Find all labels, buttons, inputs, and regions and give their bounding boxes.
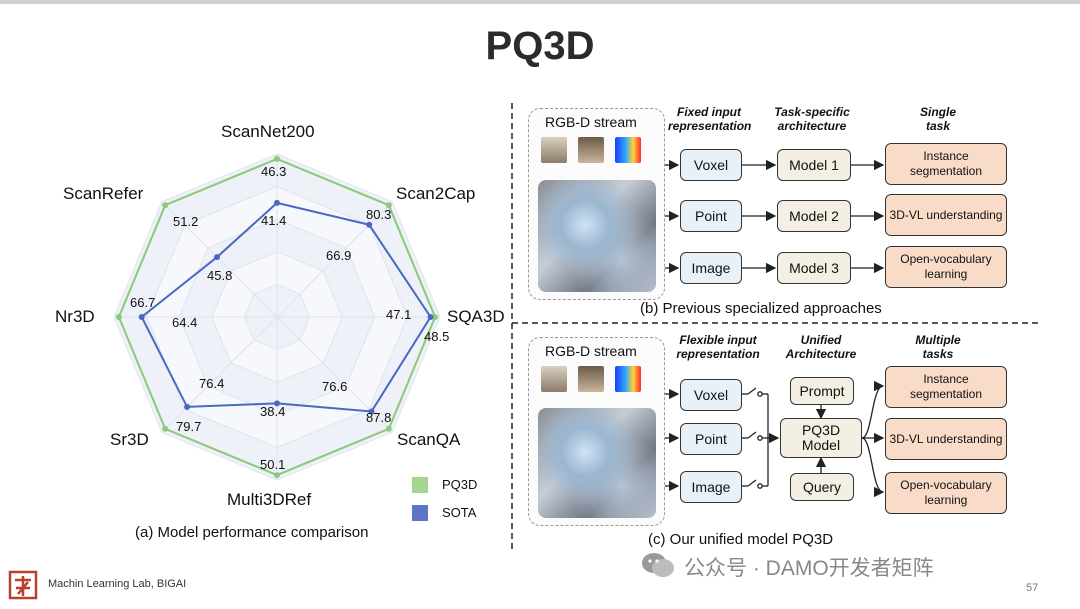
input-image-box: Image: [680, 252, 742, 284]
model-2-box: Model 2: [777, 200, 851, 232]
axis-label-scanrefer: ScanRefer: [63, 184, 144, 203]
sota-data-point: [274, 400, 280, 407]
sota-data-point: [138, 314, 145, 320]
pq3d-data-point: [432, 314, 439, 320]
rgbd-stream-label-top: RGB-D stream: [545, 114, 637, 130]
sota-value-sr3d: 76.4: [199, 376, 225, 391]
rgb-frame-thumbnail: [541, 137, 567, 163]
pq3d-value-scannet200: 46.3: [261, 164, 287, 179]
sota-value-scanrefer: 45.8: [207, 268, 233, 283]
sota-value-sqa3d: 47.1: [386, 307, 412, 322]
watermark-text: 公众号 · DAMO开发者矩阵: [684, 557, 934, 580]
input-voxel-box: Voxel: [680, 379, 742, 411]
axis-label-sr3d: Sr3D: [110, 430, 149, 449]
top-border: [0, 0, 1080, 4]
lab-name: Machin Learning Lab, BIGAI: [48, 578, 187, 590]
radar-caption: (a) Model performance comparison: [135, 524, 369, 541]
sota-value-nr3d: 64.4: [172, 315, 198, 330]
slide-title: PQ3D: [485, 24, 595, 68]
pq3d-value-scanqa: 87.8: [366, 410, 392, 425]
task-3d-vl-understanding: 3D-VL understanding: [885, 194, 1007, 236]
caption-previous-approaches: (b) Previous specialized approaches: [640, 300, 882, 317]
prompt-box: Prompt: [790, 377, 854, 405]
axis-label-scannet200: ScanNet200: [221, 122, 315, 141]
sota-data-point: [368, 408, 375, 415]
pq3d-data-point: [274, 472, 280, 479]
pq3d-data-point: [385, 202, 392, 209]
sota-data-point: [366, 221, 373, 228]
pq3d-data-point: [115, 314, 122, 320]
sota-value-scan2cap: 66.9: [326, 248, 352, 263]
axis-label-scan2cap: Scan2Cap: [396, 184, 476, 203]
input-point-box: Point: [680, 423, 742, 455]
axis-label-scanqa: ScanQA: [397, 430, 461, 449]
task-open-vocabulary: Open-vocabulary learning: [885, 472, 1007, 514]
pq3d-value-sr3d: 79.7: [176, 419, 202, 434]
pq3d-value-sqa3d: 48.5: [424, 329, 450, 344]
model-3-box: Model 3: [777, 252, 851, 284]
header-single-task: Single task: [919, 105, 956, 133]
pq3d-value-nr3d: 66.7: [130, 295, 156, 310]
pq3d-value-scanrefer: 51.2: [173, 214, 199, 229]
query-box: Query: [790, 473, 854, 501]
rgb-frame-thumbnail: [578, 137, 604, 163]
sota-value-scannet200: 41.4: [261, 213, 287, 228]
axis-label-sqa3d: SQA3D: [447, 307, 505, 326]
legend-label-pq3d: PQ3D: [442, 477, 478, 492]
input-voxel-box: Voxel: [680, 149, 742, 181]
axis-label-multi3dref: Multi3DRef: [227, 490, 312, 509]
model-1-box: Model 1: [777, 149, 851, 181]
sota-data-point: [427, 314, 434, 320]
task-instance-segmentation: Instance segmentation: [885, 366, 1007, 408]
header-unified-architecture: Unified Architecture: [785, 333, 857, 361]
legend-label-sota: SOTA: [442, 505, 477, 520]
legend-swatch-sota: [412, 505, 428, 521]
pq3d-data-point: [162, 202, 169, 209]
header-fixed-input: Fixed input representation: [668, 105, 752, 133]
legend-swatch-pq3d: [412, 477, 428, 493]
pq3d-data-point: [385, 425, 392, 432]
radar-spoke: [161, 316, 278, 433]
rgbd-stream-label-bottom: RGB-D stream: [545, 343, 637, 359]
depth-frame-thumbnail: [615, 366, 641, 392]
pq3d-value-multi3dref: 50.1: [260, 457, 286, 472]
input-image-box: Image: [680, 471, 742, 503]
rgb-frame-thumbnail: [578, 366, 604, 392]
wechat-icon: [642, 553, 674, 577]
radar-chart: [113, 153, 441, 481]
axis-label-nr3d: Nr3D: [55, 307, 95, 326]
pq3d-data-point: [274, 155, 280, 162]
radar-spoke: [161, 201, 278, 318]
page-number: 57: [1026, 582, 1039, 594]
sota-data-point: [184, 403, 191, 410]
sota-data-point: [214, 254, 221, 261]
sota-value-scanqa: 76.6: [322, 379, 348, 394]
rgb-frame-thumbnail: [541, 366, 567, 392]
header-task-specific: Task-specific architecture: [774, 105, 850, 133]
pq3d-value-scan2cap: 80.3: [366, 207, 392, 222]
sota-value-multi3dref: 38.4: [260, 404, 286, 419]
header-flexible-input: Flexible input representation: [676, 333, 760, 361]
3d-scene-image: [538, 408, 656, 518]
depth-frame-thumbnail: [615, 137, 641, 163]
radar-spoke: [276, 201, 393, 318]
header-multiple-tasks: Multiple tasks: [915, 333, 961, 361]
bigai-logo-icon: [8, 570, 38, 600]
task-instance-segmentation: Instance segmentation: [885, 143, 1007, 185]
input-point-box: Point: [680, 200, 742, 232]
sota-data-point: [274, 199, 280, 206]
pq3d-model-box: PQ3D Model: [780, 418, 862, 458]
caption-unified-model: (c) Our unified model PQ3D: [648, 531, 834, 548]
3d-scene-image: [538, 180, 656, 292]
pq3d-data-point: [162, 425, 169, 432]
task-3d-vl-understanding: 3D-VL understanding: [885, 418, 1007, 460]
task-open-vocabulary: Open-vocabulary learning: [885, 246, 1007, 288]
